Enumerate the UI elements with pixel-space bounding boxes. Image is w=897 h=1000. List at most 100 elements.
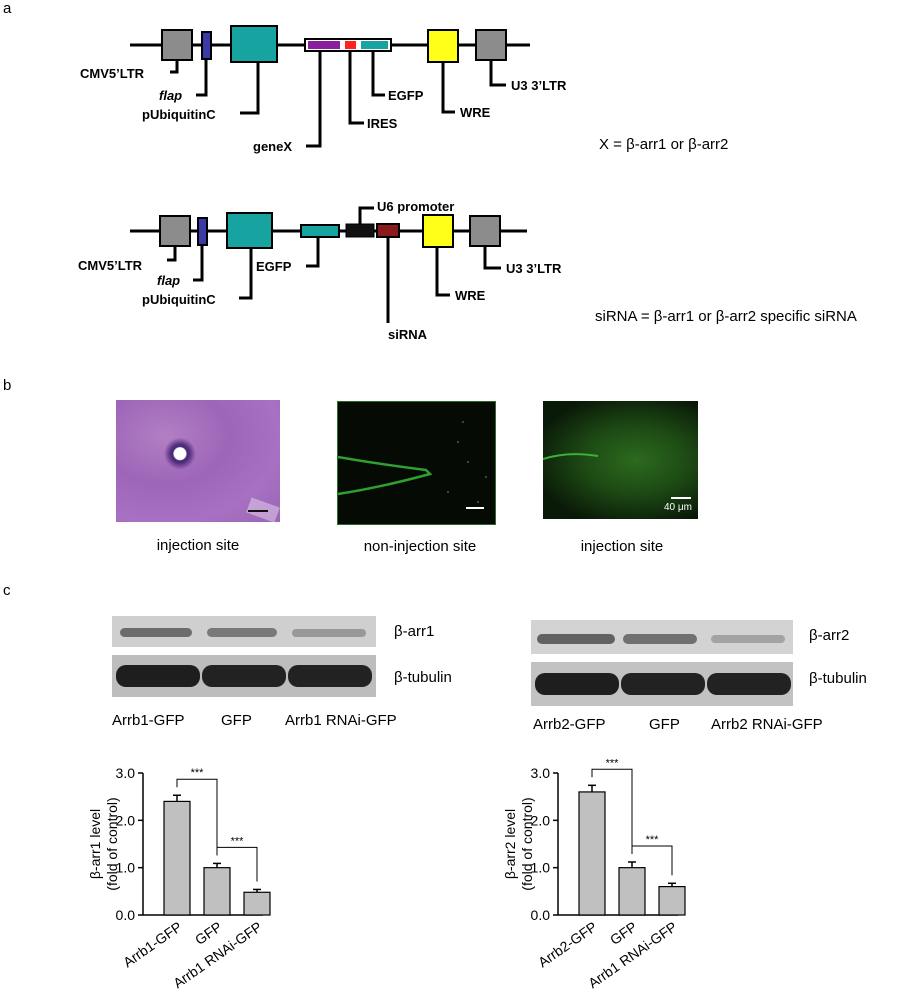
u3-ltr-box-2 [469, 215, 501, 247]
flap-box [201, 31, 212, 60]
wre-box-2 [422, 214, 454, 248]
sirna-box [376, 223, 400, 238]
y-tick-label: 3.0 [116, 765, 136, 781]
band [202, 665, 286, 687]
leader-u3-2 [483, 246, 501, 270]
construct2-note: siRNA = β-arr1 or β-arr2 specific siRNA [595, 308, 857, 325]
label-sirna: siRNA [388, 327, 428, 342]
band-label-tubulin-left: β-tubulin [394, 669, 452, 686]
label-u3: U3 3’LTR [511, 78, 567, 93]
u3-ltr-box [475, 29, 507, 61]
pubiquitin-box-2 [226, 212, 273, 249]
construct1-note: X = β-arr1 or β-arr2 [599, 136, 728, 153]
leader-egfp-2 [306, 237, 320, 268]
caption-2: non-injection site [363, 538, 477, 555]
label-flap-2: flap [157, 273, 180, 288]
y-tick-label: 0.0 [531, 907, 551, 923]
blot-right-tubulin [531, 662, 793, 706]
lane-label-right-3: Arrb2 RNAi-GFP [711, 716, 823, 733]
leader-wre-2 [435, 247, 450, 297]
flap-box-2 [197, 217, 208, 246]
lane-label-left-1: Arrb1-GFP [112, 712, 185, 729]
category-label: Arrb1-GFP [120, 918, 185, 970]
leader-wre [441, 62, 455, 114]
band-label-arr1: β-arr1 [394, 623, 435, 640]
y-tick-label: 2.0 [531, 812, 551, 828]
y-axis-label: (fold of control) [519, 797, 535, 890]
label-genex: geneX [253, 139, 292, 154]
cmv-ltr-box [161, 29, 193, 61]
histology-image [116, 400, 280, 522]
leader-flap [196, 60, 208, 97]
label-cmv-2: CMV5’LTR [78, 258, 143, 273]
label-egfp: EGFP [388, 88, 424, 103]
fluorescence-image-noninjection [337, 401, 496, 525]
y-tick-label: 0.0 [116, 907, 136, 923]
label-flap: flap [159, 88, 182, 103]
bar-2 [243, 891, 271, 916]
significance-label: *** [646, 834, 660, 846]
construct-overexpression: CMV5’LTR flap pUbiquitinC geneX IRES EGF… [80, 25, 728, 154]
leader-cmv-2 [167, 246, 177, 262]
y-tick-label: 1.0 [531, 860, 551, 876]
caption-3: injection site [580, 538, 664, 555]
construct-sirna: CMV5’LTR flap pUbiquitinC EGFP U6 promot… [78, 199, 857, 342]
significance-label: *** [231, 835, 245, 847]
band [535, 673, 619, 695]
cmv-ltr-box-2 [159, 215, 191, 247]
band [120, 628, 192, 637]
bar-chart-right: 0.0 1.0 2.0 3.0 β-arr2 level(fold of control… [505, 757, 686, 991]
lane-label-right-2: GFP [649, 716, 680, 733]
lane-label-left-2: GFP [221, 712, 252, 729]
significance-bracket [176, 778, 218, 856]
panel-letter-b: b [3, 377, 12, 394]
band [623, 634, 697, 644]
fluorescence-trace-1 [338, 421, 487, 503]
band [711, 635, 785, 643]
scale-bar-2 [466, 507, 484, 509]
bar-1 [203, 867, 231, 916]
scale-bar-1 [248, 510, 268, 512]
fluorescence-trace-2 [543, 453, 599, 460]
genex-box [308, 41, 340, 49]
lane-label-right-1: Arrb2-GFP [533, 716, 606, 733]
y-axis-label: β-arr1 level [90, 809, 103, 879]
wre-box [427, 29, 459, 63]
label-pubiq: pUbiquitinC [142, 107, 216, 122]
bar-0 [163, 800, 191, 916]
bar-2 [658, 886, 686, 916]
y-tick-label: 2.0 [116, 812, 136, 828]
band [292, 629, 366, 637]
y-axis-label: β-arr2 level [505, 809, 518, 879]
y-axis-label: (fold of control) [104, 797, 120, 890]
leader-cmv [170, 60, 179, 74]
egfp-box [361, 41, 388, 49]
band [288, 665, 372, 687]
label-wre-2: WRE [455, 288, 486, 303]
band [621, 673, 705, 695]
y-tick-label: 3.0 [531, 765, 551, 781]
band [707, 673, 791, 695]
label-cmv: CMV5’LTR [80, 66, 145, 81]
leader-pubiq [240, 62, 260, 115]
band [537, 634, 615, 644]
fluorescence-image-injection: 40 μm [543, 401, 698, 519]
u6-promoter-box [345, 223, 375, 238]
lane-label-left-3: Arrb1 RNAi-GFP [285, 712, 397, 729]
leader-flap-2 [193, 245, 204, 282]
label-egfp-2: EGFP [256, 259, 292, 274]
vector-diagrams: CMV5’LTR flap pUbiquitinC geneX IRES EGF… [78, 25, 857, 342]
egfp-box-2 [300, 224, 340, 238]
panel-letter-a: a [3, 0, 12, 17]
leader-egfp [371, 51, 385, 97]
label-u3-2: U3 3’LTR [506, 261, 562, 276]
leader-u6 [358, 206, 374, 224]
label-u6: U6 promoter [377, 199, 454, 214]
leader-ires [348, 51, 364, 125]
band-label-arr2: β-arr2 [809, 627, 850, 644]
significance-label: *** [191, 767, 205, 779]
significance-bracket [216, 846, 258, 882]
pubiquitin-box [230, 25, 278, 63]
caption-1: injection site [156, 537, 240, 554]
significance-label: *** [606, 757, 620, 769]
